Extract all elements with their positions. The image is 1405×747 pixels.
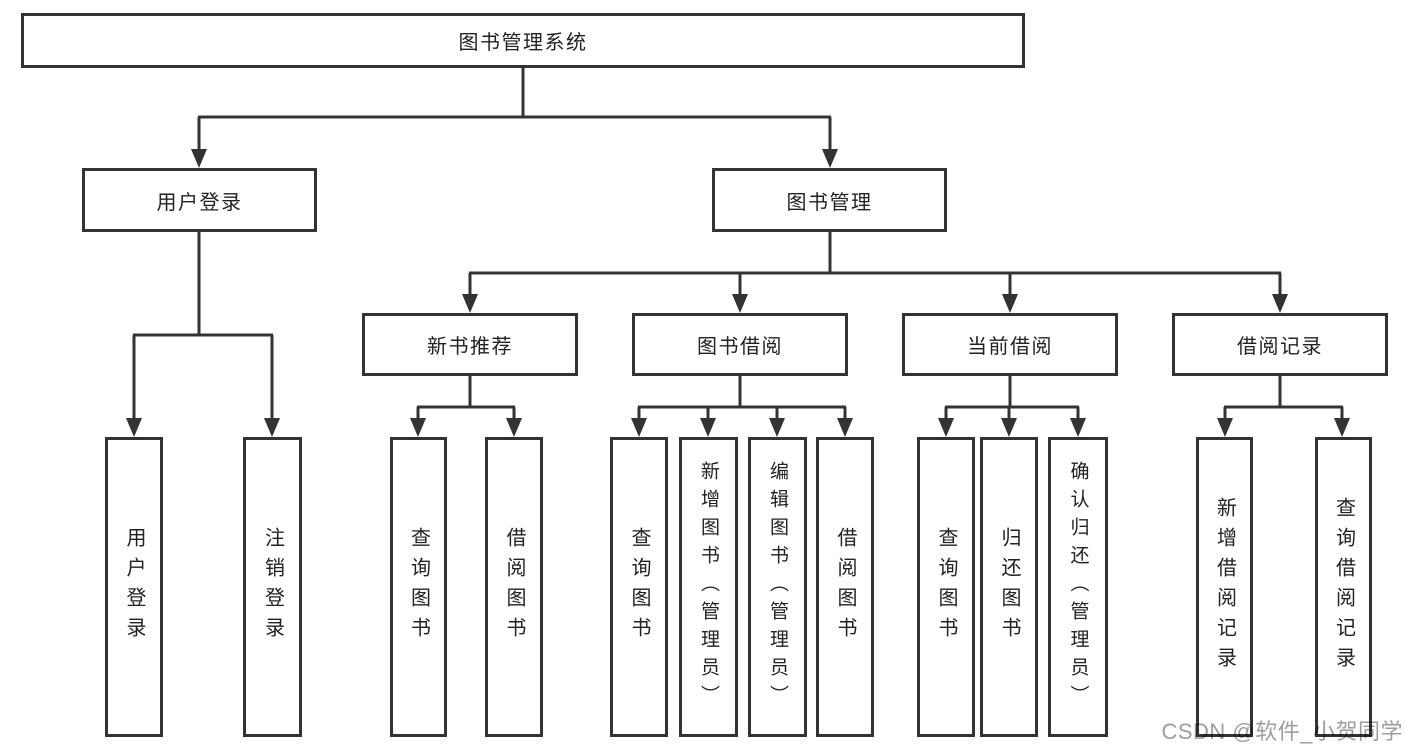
node-label: 新书推荐	[427, 336, 513, 358]
watermark: CSDN @软件_小贺同学	[1161, 719, 1403, 744]
leaf-edit-book-admin: 编辑图书（管理员）	[748, 437, 807, 737]
leaf-label: 归还图书	[998, 527, 1020, 647]
node-label: 图书管理系统	[458, 32, 588, 54]
node-label: 借阅记录	[1237, 336, 1323, 358]
node-user-login: 用户登录	[82, 168, 317, 232]
leaf-borrow-books-recommend: 借阅图书	[485, 437, 543, 737]
leaf-label: 用户登录	[123, 527, 145, 647]
leaf-label: 查询图书	[407, 527, 430, 647]
leaf-confirm-return-admin: 确认归还（管理员）	[1048, 437, 1108, 737]
leaf-logout: 注销登录	[243, 437, 302, 737]
leaf-label: 查询图书	[935, 527, 957, 647]
node-current-borrowing: 当前借阅	[902, 313, 1118, 376]
leaf-label: 确认归还（管理员）	[1067, 461, 1089, 713]
leaf-label: 借阅图书	[834, 527, 856, 647]
leaf-label: 编辑图书（管理员）	[767, 461, 788, 713]
leaf-label: 查询图书	[628, 527, 650, 647]
leaf-label: 新增借阅记录	[1213, 497, 1236, 677]
leaf-query-borrow-record: 查询借阅记录	[1315, 437, 1372, 737]
leaf-query-books-recommend: 查询图书	[390, 437, 447, 737]
leaf-borrow-books-borrowing: 借阅图书	[816, 437, 874, 737]
leaf-return-books: 归还图书	[980, 437, 1038, 737]
leaf-add-borrow-record: 新增借阅记录	[1196, 437, 1253, 737]
leaf-user-login: 用户登录	[105, 437, 163, 737]
node-label: 图书管理	[786, 191, 873, 214]
node-book-borrowing: 图书借阅	[632, 313, 848, 376]
leaf-query-books-borrowing: 查询图书	[610, 437, 668, 737]
leaf-label: 注销登录	[261, 527, 284, 647]
leaf-label: 新增图书（管理员）	[698, 461, 719, 713]
node-borrowing-records: 借阅记录	[1172, 313, 1388, 376]
leaf-label: 查询借阅记录	[1332, 497, 1355, 677]
node-library-management-system: 图书管理系统	[21, 13, 1025, 68]
leaf-add-book-admin: 新增图书（管理员）	[679, 437, 738, 737]
node-book-management: 图书管理	[712, 168, 947, 232]
node-label: 当前借阅	[967, 336, 1053, 358]
node-new-book-recommendation: 新书推荐	[362, 313, 578, 376]
node-label: 用户登录	[156, 191, 243, 214]
node-label: 图书借阅	[697, 336, 783, 358]
leaf-query-books-current: 查询图书	[917, 437, 975, 737]
leaf-label: 借阅图书	[503, 527, 525, 647]
